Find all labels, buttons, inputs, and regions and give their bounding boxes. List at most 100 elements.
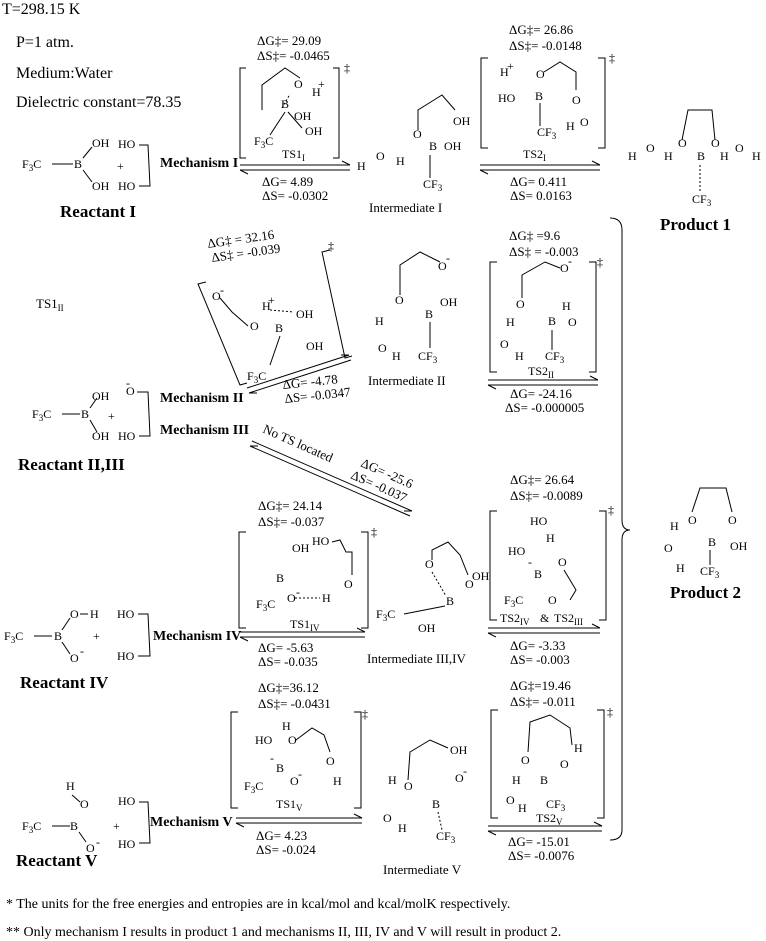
ts1-iv-ds: ΔS‡= -0.037 xyxy=(258,514,325,529)
ts1-ii-side-label: TS1II xyxy=(36,296,64,313)
svg-text:F3C: F3C xyxy=(247,369,266,385)
no-ts-text: No TS located xyxy=(261,421,336,465)
footnote-products: ** Only mechanism I results in product 1… xyxy=(6,925,561,940)
ts1-v-box: ΔG‡=36.12 ΔS‡= -0.0431 ‡ H HO O O H B - … xyxy=(230,680,368,813)
mechanism-2-label: Mechanism II xyxy=(160,391,244,406)
product-1-label: Product 1 xyxy=(660,215,731,234)
equilibrium-arrow-v-2 xyxy=(487,821,603,836)
equilibrium-arrow-i-2 xyxy=(479,160,601,175)
svg-text:H: H xyxy=(392,349,401,363)
conditions-block: T=298.15 K P=1 atm. Medium:Water Dielect… xyxy=(2,1,181,111)
svg-text:HO: HO xyxy=(118,837,136,851)
svg-text:HO: HO xyxy=(118,429,136,443)
ts2-ii-ds: ΔS‡ = -0.003 xyxy=(509,244,579,259)
ts2-ii-dg: ΔG‡ =9.6 xyxy=(509,228,561,243)
svg-text:OH: OH xyxy=(92,389,110,403)
svg-text:H: H xyxy=(664,149,673,163)
svg-text:-: - xyxy=(296,585,300,599)
dielectric-text: Dielectric constant=78.35 xyxy=(16,94,181,111)
step1-i-dg: ΔG= 4.89 xyxy=(262,174,313,189)
svg-text:+: + xyxy=(108,409,115,423)
svg-text:O: O xyxy=(383,811,392,825)
svg-text:B: B xyxy=(432,797,440,811)
svg-text:B: B xyxy=(429,139,437,153)
ts1-i-dg: ΔG‡= 29.09 xyxy=(257,33,321,48)
svg-text:H: H xyxy=(322,591,331,605)
reactant-4-label: Reactant IV xyxy=(20,673,109,692)
svg-text:B: B xyxy=(548,314,556,328)
svg-text:H: H xyxy=(500,65,509,79)
svg-text:HO: HO xyxy=(498,91,516,105)
svg-text:HO: HO xyxy=(117,649,135,663)
intermediate-5-label: Intermediate V xyxy=(383,862,462,877)
svg-text:O: O xyxy=(521,753,530,767)
svg-text:O: O xyxy=(425,557,434,571)
svg-text:B: B xyxy=(535,89,543,103)
svg-text:F3C: F3C xyxy=(32,407,51,423)
svg-text:O: O xyxy=(378,341,387,355)
svg-text:‡: ‡ xyxy=(608,503,614,517)
svg-text:F3C: F3C xyxy=(4,629,23,645)
svg-text:-: - xyxy=(568,254,572,268)
equilibrium-arrow-ii-2 xyxy=(487,375,599,390)
svg-text:HO: HO xyxy=(118,137,136,151)
svg-text:F3C: F3C xyxy=(22,157,41,173)
svg-text:O: O xyxy=(548,593,557,607)
reactant-4-structure: F3C B O H O - + HO HO xyxy=(4,607,151,665)
svg-text:O: O xyxy=(404,779,413,793)
ts1-v-dg: ΔG‡=36.12 xyxy=(258,680,319,695)
svg-text:CF3: CF3 xyxy=(418,349,438,365)
svg-text:H: H xyxy=(720,149,729,163)
ts2-iv-ds: ΔS‡= -0.0089 xyxy=(510,488,583,503)
svg-text:H: H xyxy=(375,314,384,328)
svg-text:O: O xyxy=(580,115,589,129)
svg-text:+: + xyxy=(318,77,325,91)
step2-i-dg: ΔG= 0.411 xyxy=(510,174,567,189)
svg-text:‡: ‡ xyxy=(328,239,334,253)
svg-text:CF3: CF3 xyxy=(545,349,565,365)
ts2-i-dg: ΔG‡= 26.86 xyxy=(509,22,574,37)
ts1-iv-label: TS1IV xyxy=(290,617,320,633)
product-bracket xyxy=(609,217,631,841)
step1-v-dg: ΔG= 4.23 xyxy=(256,828,307,843)
ts2-ii-label: TS2II xyxy=(528,364,554,380)
svg-text:H: H xyxy=(398,821,407,835)
svg-text:H: H xyxy=(676,561,685,575)
svg-text:F3C: F3C xyxy=(22,819,41,835)
svg-text:O: O xyxy=(376,149,385,163)
svg-text:-: - xyxy=(528,555,532,569)
svg-text:-: - xyxy=(446,251,450,265)
svg-text:OH: OH xyxy=(305,124,323,138)
svg-text:B: B xyxy=(534,567,542,581)
svg-text:B: B xyxy=(275,321,283,335)
temperature-text: T=298.15 K xyxy=(2,1,81,18)
step2-v-ds: ΔS= -0.0076 xyxy=(508,848,575,863)
svg-text:H: H xyxy=(628,149,637,163)
svg-text:O: O xyxy=(465,577,474,591)
svg-text:O: O xyxy=(678,136,687,150)
svg-text:OH: OH xyxy=(418,621,436,635)
intermediate-3-4-label: Intermediate III,IV xyxy=(367,651,467,666)
svg-text:+: + xyxy=(113,819,120,833)
step2-iv-dg: ΔG= -3.33 xyxy=(510,638,565,653)
reactant-5-label: Reactant V xyxy=(16,851,98,870)
svg-text:O: O xyxy=(558,555,567,569)
reactant-2-3-structure: F3C B OH OH + O - HO xyxy=(32,376,151,443)
ts1-v-ds: ΔS‡= -0.0431 xyxy=(258,696,331,711)
ts2-iv-iii-box: ΔG‡= 26.64 ΔS‡= -0.0089 ‡ HO H HO B - O … xyxy=(489,472,614,627)
svg-text:+: + xyxy=(268,293,275,307)
mechanism-1-label: Mechanism I xyxy=(160,156,238,171)
svg-text:H: H xyxy=(670,519,679,533)
ts2-iv-dg: ΔG‡= 26.64 xyxy=(510,472,575,487)
svg-text:F3C: F3C xyxy=(254,134,273,150)
step2-ii-dg: ΔG= -24.16 xyxy=(510,386,572,401)
svg-text:O: O xyxy=(646,141,655,155)
svg-text:H: H xyxy=(262,299,271,313)
svg-text:OH: OH xyxy=(92,136,110,150)
reactant-1-structure: F3C B OH OH + HO HO xyxy=(22,136,151,193)
svg-text:H: H xyxy=(566,119,575,133)
svg-text:B: B xyxy=(54,629,62,643)
svg-text:-: - xyxy=(270,751,274,765)
product-2-label: Product 2 xyxy=(670,583,741,602)
intermediate-3-4-structure: O O B OH F3C OH xyxy=(376,541,490,635)
